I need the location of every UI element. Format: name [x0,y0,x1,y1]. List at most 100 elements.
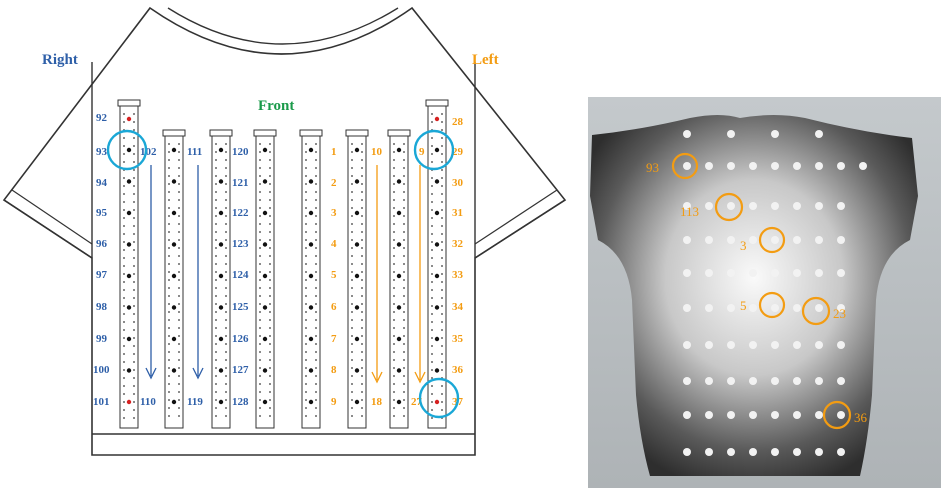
torso-electrode-dot [815,341,823,349]
strip-perforation [168,399,170,401]
torso-electrode-dot [815,162,823,170]
strip-perforation [225,223,227,225]
strip-perforation [259,287,261,289]
torso-electrode-dot [705,304,713,312]
strip-perforation [178,215,180,217]
strip-perforation [305,295,307,297]
strip-perforation [168,335,170,337]
electrode-dot [218,305,224,310]
torso-electrode-dot [793,269,801,277]
torso-electrode-dot [683,202,691,210]
strip-perforation [361,223,363,225]
right-col4-label: 124 [232,269,249,281]
strip-perforation [215,383,217,385]
strip-perforation [403,231,405,233]
strip-perforation [305,303,307,305]
strip-perforation [215,295,217,297]
right-col4-label: 125 [232,301,249,313]
strip-perforation [441,185,443,187]
strip-perforation [403,207,405,209]
strip-perforation [259,151,261,153]
strip-perforation [361,407,363,409]
electrode-dot [171,399,177,405]
strip-perforation [393,159,395,161]
right-labels: 92 93 94 95 96 97 98 99 100 101 102 110 … [93,112,249,408]
strip-perforation [361,383,363,385]
right-col4-label: 122 [232,207,249,219]
strip-perforation [215,255,217,257]
strip-perforation [215,215,217,217]
torso-electrode-dot [683,236,691,244]
strip-perforation [178,191,180,193]
strip-perforation [441,297,443,299]
strip-perforation [361,327,363,329]
strip-perforation [259,167,261,169]
strip-perforation [441,153,443,155]
strip-perforation [441,329,443,331]
strip-perforation [133,201,135,203]
strip-perforation [215,159,217,161]
strip-perforation [441,345,443,347]
torso-electrode-dot [727,341,735,349]
strip-perforation [393,143,395,145]
strip-perforation [178,303,180,305]
strip-perforation [315,383,317,385]
torso-electrode-dot [683,448,691,456]
strip-perforation [393,343,395,345]
strip-perforation [361,359,363,361]
strip-perforation [133,337,135,339]
strip-perforation [431,313,433,315]
strip-perforation [269,391,271,393]
strip-perforation [403,175,405,177]
left-arrowhead [371,371,383,384]
strip-perforation [168,319,170,321]
torso-electrode-dot [683,377,691,385]
strip-perforation [178,199,180,201]
strip-perforation [168,199,170,201]
strip-perforation [123,225,125,227]
strip-perforation [351,223,353,225]
strip-perforation [361,391,363,393]
electrode-dot [218,273,224,279]
strip-perforation [225,351,227,353]
strip-perforation [123,193,125,195]
electrode-strip [255,135,275,429]
strip-perforation [351,383,353,385]
strip-perforation [361,255,363,257]
torso-electrode-dot [749,236,757,244]
strip-perforation [259,143,261,145]
torso-electrode-dot [815,377,823,385]
strip-perforation [168,175,170,177]
strip-perforation [403,183,405,185]
strip-perforation [315,191,317,193]
strip-perforation [123,361,125,363]
strip-perforation [133,145,135,147]
strip-perforation [403,191,405,193]
torso-electrode-dot [837,304,845,312]
strip-cap [117,99,141,107]
strip-perforation [441,305,443,307]
strip-perforation [123,337,125,339]
left-col1-label: 1 [331,146,337,158]
strip-perforation [361,151,363,153]
strip-perforation [441,409,443,411]
electrode-dot [308,368,314,373]
strip-perforation [168,295,170,297]
strip-perforation [133,265,135,267]
torso-electrode-dot [683,411,691,419]
strip-perforation [361,287,363,289]
strip-perforation [133,161,135,163]
electrode-dot [126,242,132,247]
strip-perforation [133,345,135,347]
strip-perforation [431,209,433,211]
strip-perforation [269,303,271,305]
strip-perforation [168,383,170,385]
strip-perforation [315,319,317,321]
strip-perforation [431,249,433,251]
strip-perforation [178,207,180,209]
torso-electrode-dot [837,377,845,385]
strip-perforation [178,183,180,185]
left-sleeve-hem [474,199,566,259]
left-col4-label: 34 [452,301,464,313]
strip-perforation [269,231,271,233]
